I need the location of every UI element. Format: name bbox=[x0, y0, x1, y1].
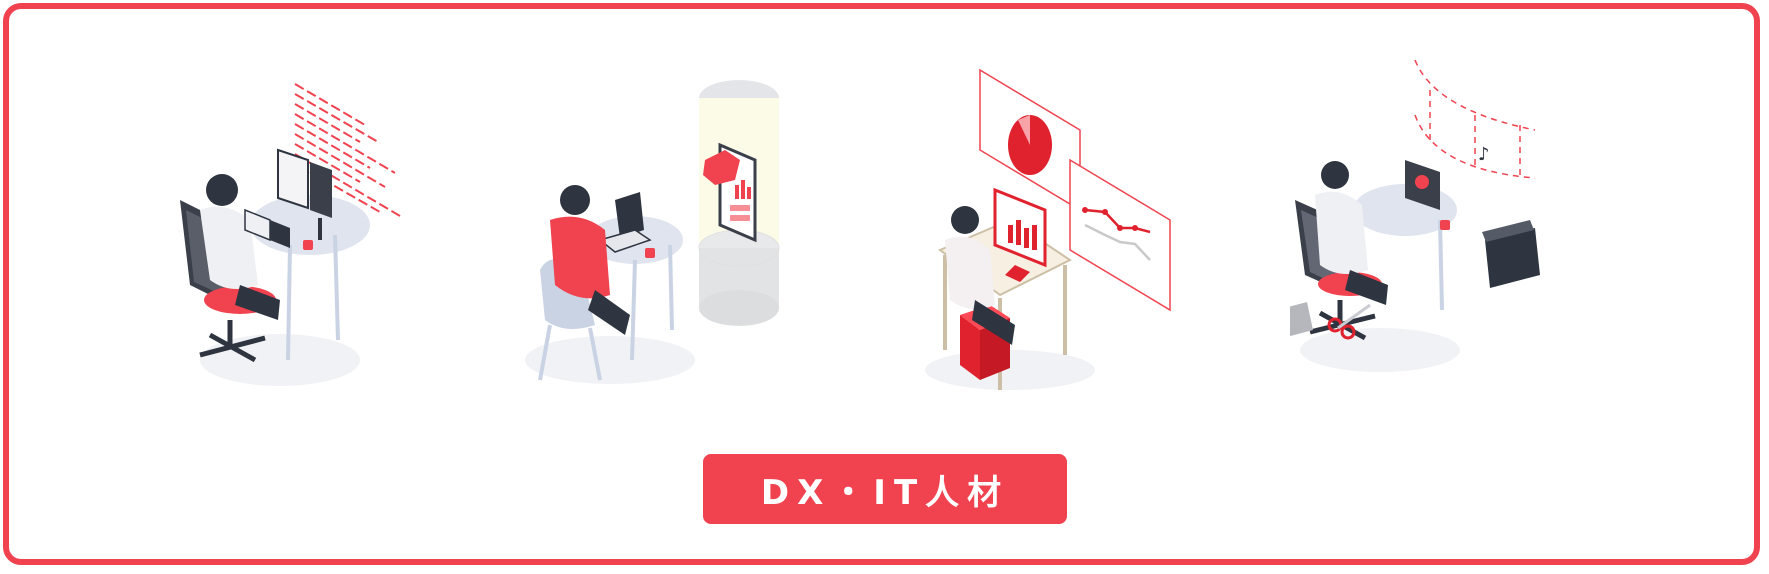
laptop-mobile-app-icon bbox=[525, 80, 780, 384]
developer-at-monitor-icon bbox=[180, 83, 401, 386]
analyst-charts-icon bbox=[925, 68, 1171, 390]
svg-text:♪: ♪ bbox=[1478, 144, 1490, 165]
video-editor-icon: ♪ bbox=[1290, 60, 1540, 372]
dx-it-talent-label[interactable]: DX・IT人材 bbox=[703, 454, 1067, 524]
